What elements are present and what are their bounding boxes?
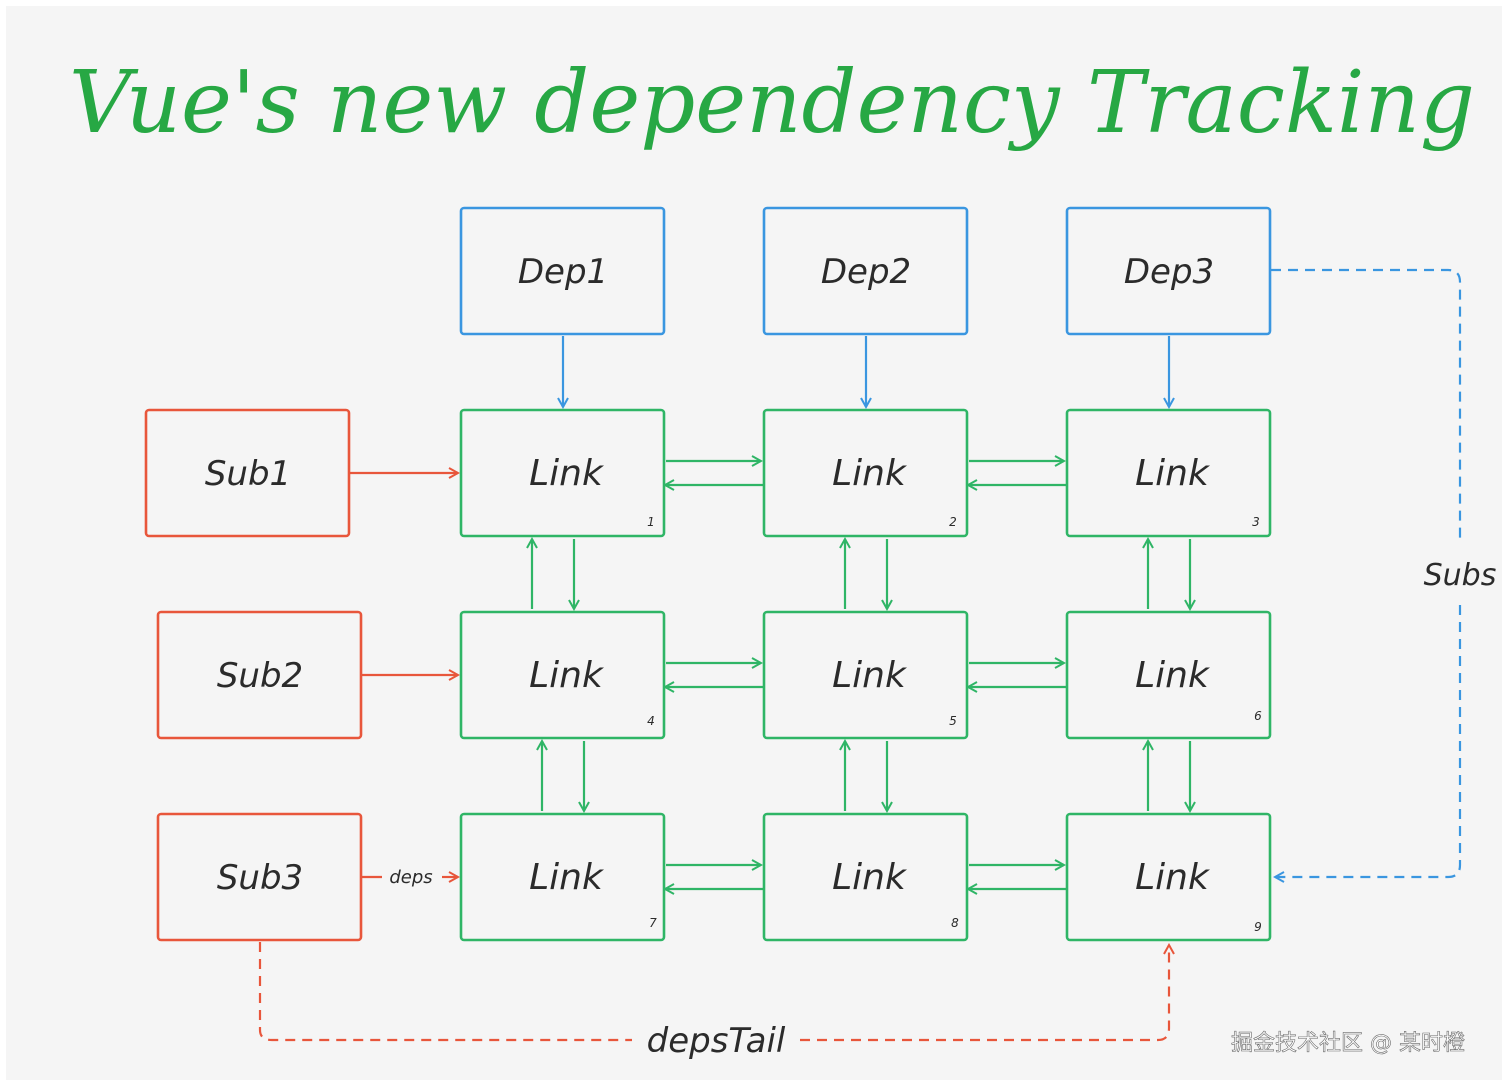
dep-node-2-label: Dep2 — [821, 252, 911, 292]
dep-node-1: Dep1 — [459, 206, 666, 336]
deps-tail-dashed-edge-right — [800, 945, 1169, 1042]
sub-node-2: Sub2 — [156, 610, 363, 740]
link-node-5: Link 5 — [762, 610, 969, 740]
diagram-background — [6, 6, 1502, 1080]
link-node-1-label: Link — [529, 453, 605, 494]
link-node-5-label: Link — [832, 655, 908, 696]
link-vertical-edges — [532, 539, 1190, 811]
link-node-7: Link 7 — [459, 812, 666, 942]
diagram-title: Vue's new dependency Tracking — [69, 53, 1475, 153]
sub-node-2-label: Sub2 — [217, 656, 303, 696]
deps-edge-label: deps — [389, 867, 432, 888]
link-node-9-index: 9 — [1254, 920, 1262, 934]
sub-node-3-label: Sub3 — [217, 858, 303, 898]
deps-tail-edge-label: depsTail — [647, 1021, 786, 1061]
link-node-8: Link 8 — [762, 812, 969, 942]
link-node-1: Link 1 — [459, 408, 666, 538]
link-node-4: Link 4 — [459, 610, 666, 740]
link-node-8-label: Link — [832, 857, 908, 898]
link-node-7-index: 7 — [649, 916, 657, 930]
subs-edge-label: Subs — [1424, 558, 1497, 593]
link-node-5-index: 5 — [949, 714, 957, 728]
dep-node-3: Dep3 — [1065, 206, 1272, 336]
link-node-2: Link 2 — [762, 408, 969, 538]
link-node-4-label: Link — [529, 655, 605, 696]
link-node-2-label: Link — [832, 453, 908, 494]
link-node-7-label: Link — [529, 857, 605, 898]
deps-tail-dashed-edge — [258, 942, 632, 1042]
link-node-2-index: 2 — [949, 515, 957, 529]
link-horizontal-edges — [665, 461, 1066, 889]
subs-dashed-edge — [1271, 268, 1462, 540]
link-node-6-index: 6 — [1254, 709, 1262, 723]
link-node-3-index: 3 — [1252, 515, 1260, 529]
sub-node-1-label: Sub1 — [205, 454, 291, 494]
sub-node-3: Sub3 — [156, 812, 363, 942]
link-node-6: Link 6 — [1065, 610, 1272, 740]
dep-node-2: Dep2 — [762, 206, 969, 336]
link-node-3-label: Link — [1135, 453, 1211, 494]
link-node-4-index: 4 — [647, 714, 655, 728]
dep-node-1-label: Dep1 — [518, 252, 608, 292]
dep-to-link-edges — [563, 336, 1169, 407]
dep-node-3-label: Dep3 — [1124, 252, 1214, 292]
link-node-9-label: Link — [1135, 857, 1211, 898]
subs-dashed-edge-lower — [1275, 605, 1462, 877]
sub-node-1: Sub1 — [144, 408, 351, 538]
link-node-3: Link 3 — [1065, 408, 1272, 538]
link-node-6-label: Link — [1135, 655, 1211, 696]
link-node-1-index: 1 — [647, 515, 655, 529]
link-node-9: Link 9 — [1065, 812, 1272, 942]
sub-to-link-edges — [349, 473, 458, 877]
link-node-8-index: 8 — [951, 916, 959, 930]
watermark: 掘金技术社区 @ 某时橙 — [1231, 1031, 1465, 1056]
